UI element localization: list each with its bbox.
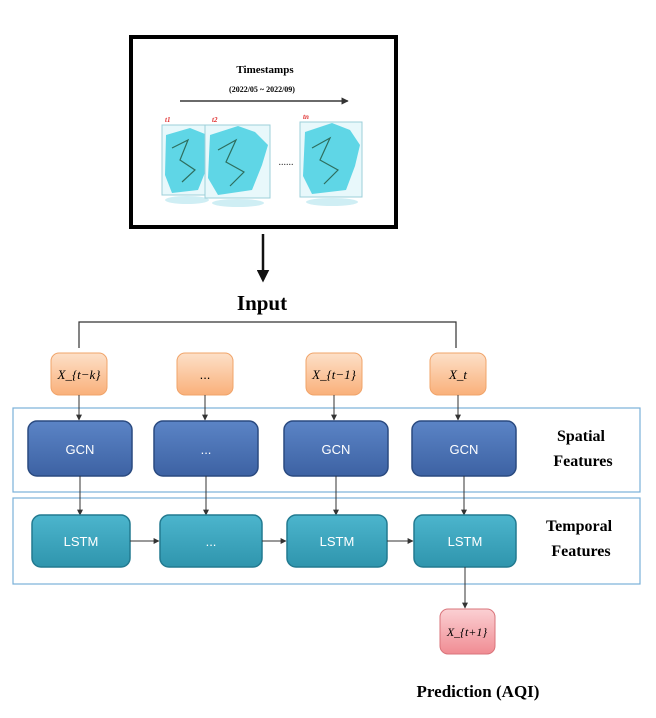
input-node-4: X_t <box>429 352 487 396</box>
frame-label-t1: t1 <box>165 116 170 124</box>
input-label: Input <box>237 291 287 315</box>
input-bracket <box>78 321 457 348</box>
frame-label-tn: tn <box>303 113 309 121</box>
input-gcn-arrows <box>76 395 461 421</box>
map-frame-1: t1 <box>161 116 213 204</box>
gcn-node-1: GCN <box>27 420 133 477</box>
spatial-band <box>12 407 641 493</box>
lstm-node-label: LSTM <box>64 534 99 549</box>
frames-ellipsis: ...... <box>279 157 294 168</box>
output-node-label: X_{t+1} <box>446 625 488 639</box>
lstm-node-3: LSTM <box>286 514 388 568</box>
gcn-node-label: GCN <box>322 442 351 457</box>
timestamps-range: (2022/05 ~ 2022/09) <box>229 85 295 94</box>
temporal-band <box>12 497 641 585</box>
input-node-2: ... <box>176 352 234 396</box>
input-node-label: X_{t−k} <box>57 367 102 382</box>
input-node-3: X_{t−1} <box>305 352 363 396</box>
gcn-node-4: GCN <box>411 420 517 477</box>
gcn-node-2: ... <box>153 420 259 477</box>
lstm-node-label: LSTM <box>320 534 355 549</box>
timestamps-panel: Timestamps (2022/05 ~ 2022/09) t1 t2 ...… <box>129 35 398 229</box>
spatial-label-line1: Spatial <box>557 428 606 445</box>
temporal-features-label: Temporal Features <box>546 518 616 560</box>
lstm-row: LSTM ... LSTM LSTM <box>31 514 517 568</box>
lstm-node-1: LSTM <box>31 514 131 568</box>
prediction-label: Prediction (AQI) <box>417 682 540 701</box>
output-node: X_{t+1} <box>439 608 496 655</box>
gcn-node-label: GCN <box>66 442 95 457</box>
input-node-1: X_{t−k} <box>50 352 108 396</box>
input-node-label: X_{t−1} <box>311 367 357 382</box>
input-node-label: ... <box>200 367 211 382</box>
lstm-node-label: ... <box>206 534 217 549</box>
gcn-row: GCN ... GCN GCN <box>27 420 517 477</box>
gcn-node-3: GCN <box>283 420 389 477</box>
frame-label-t2: t2 <box>212 116 218 124</box>
map-frame-n: tn <box>299 113 363 206</box>
lstm-node-label: LSTM <box>448 534 483 549</box>
input-row: X_{t−k} ... X_{t−1} X_t <box>50 352 487 396</box>
map-frame-2: t2 <box>204 116 271 207</box>
input-node-label: X_t <box>448 367 467 382</box>
gcn-lstm-arrows <box>77 476 467 516</box>
lstm-node-4: LSTM <box>413 514 517 568</box>
spatial-features-label: Spatial Features <box>553 428 612 470</box>
gcn-node-label: ... <box>201 442 212 457</box>
gcn-node-label: GCN <box>450 442 479 457</box>
temporal-label-line1: Temporal <box>546 518 613 535</box>
spatial-label-line2: Features <box>553 453 612 470</box>
timestamps-title: Timestamps <box>236 64 294 76</box>
temporal-label-line2: Features <box>551 543 610 560</box>
lstm-node-2: ... <box>159 514 263 568</box>
